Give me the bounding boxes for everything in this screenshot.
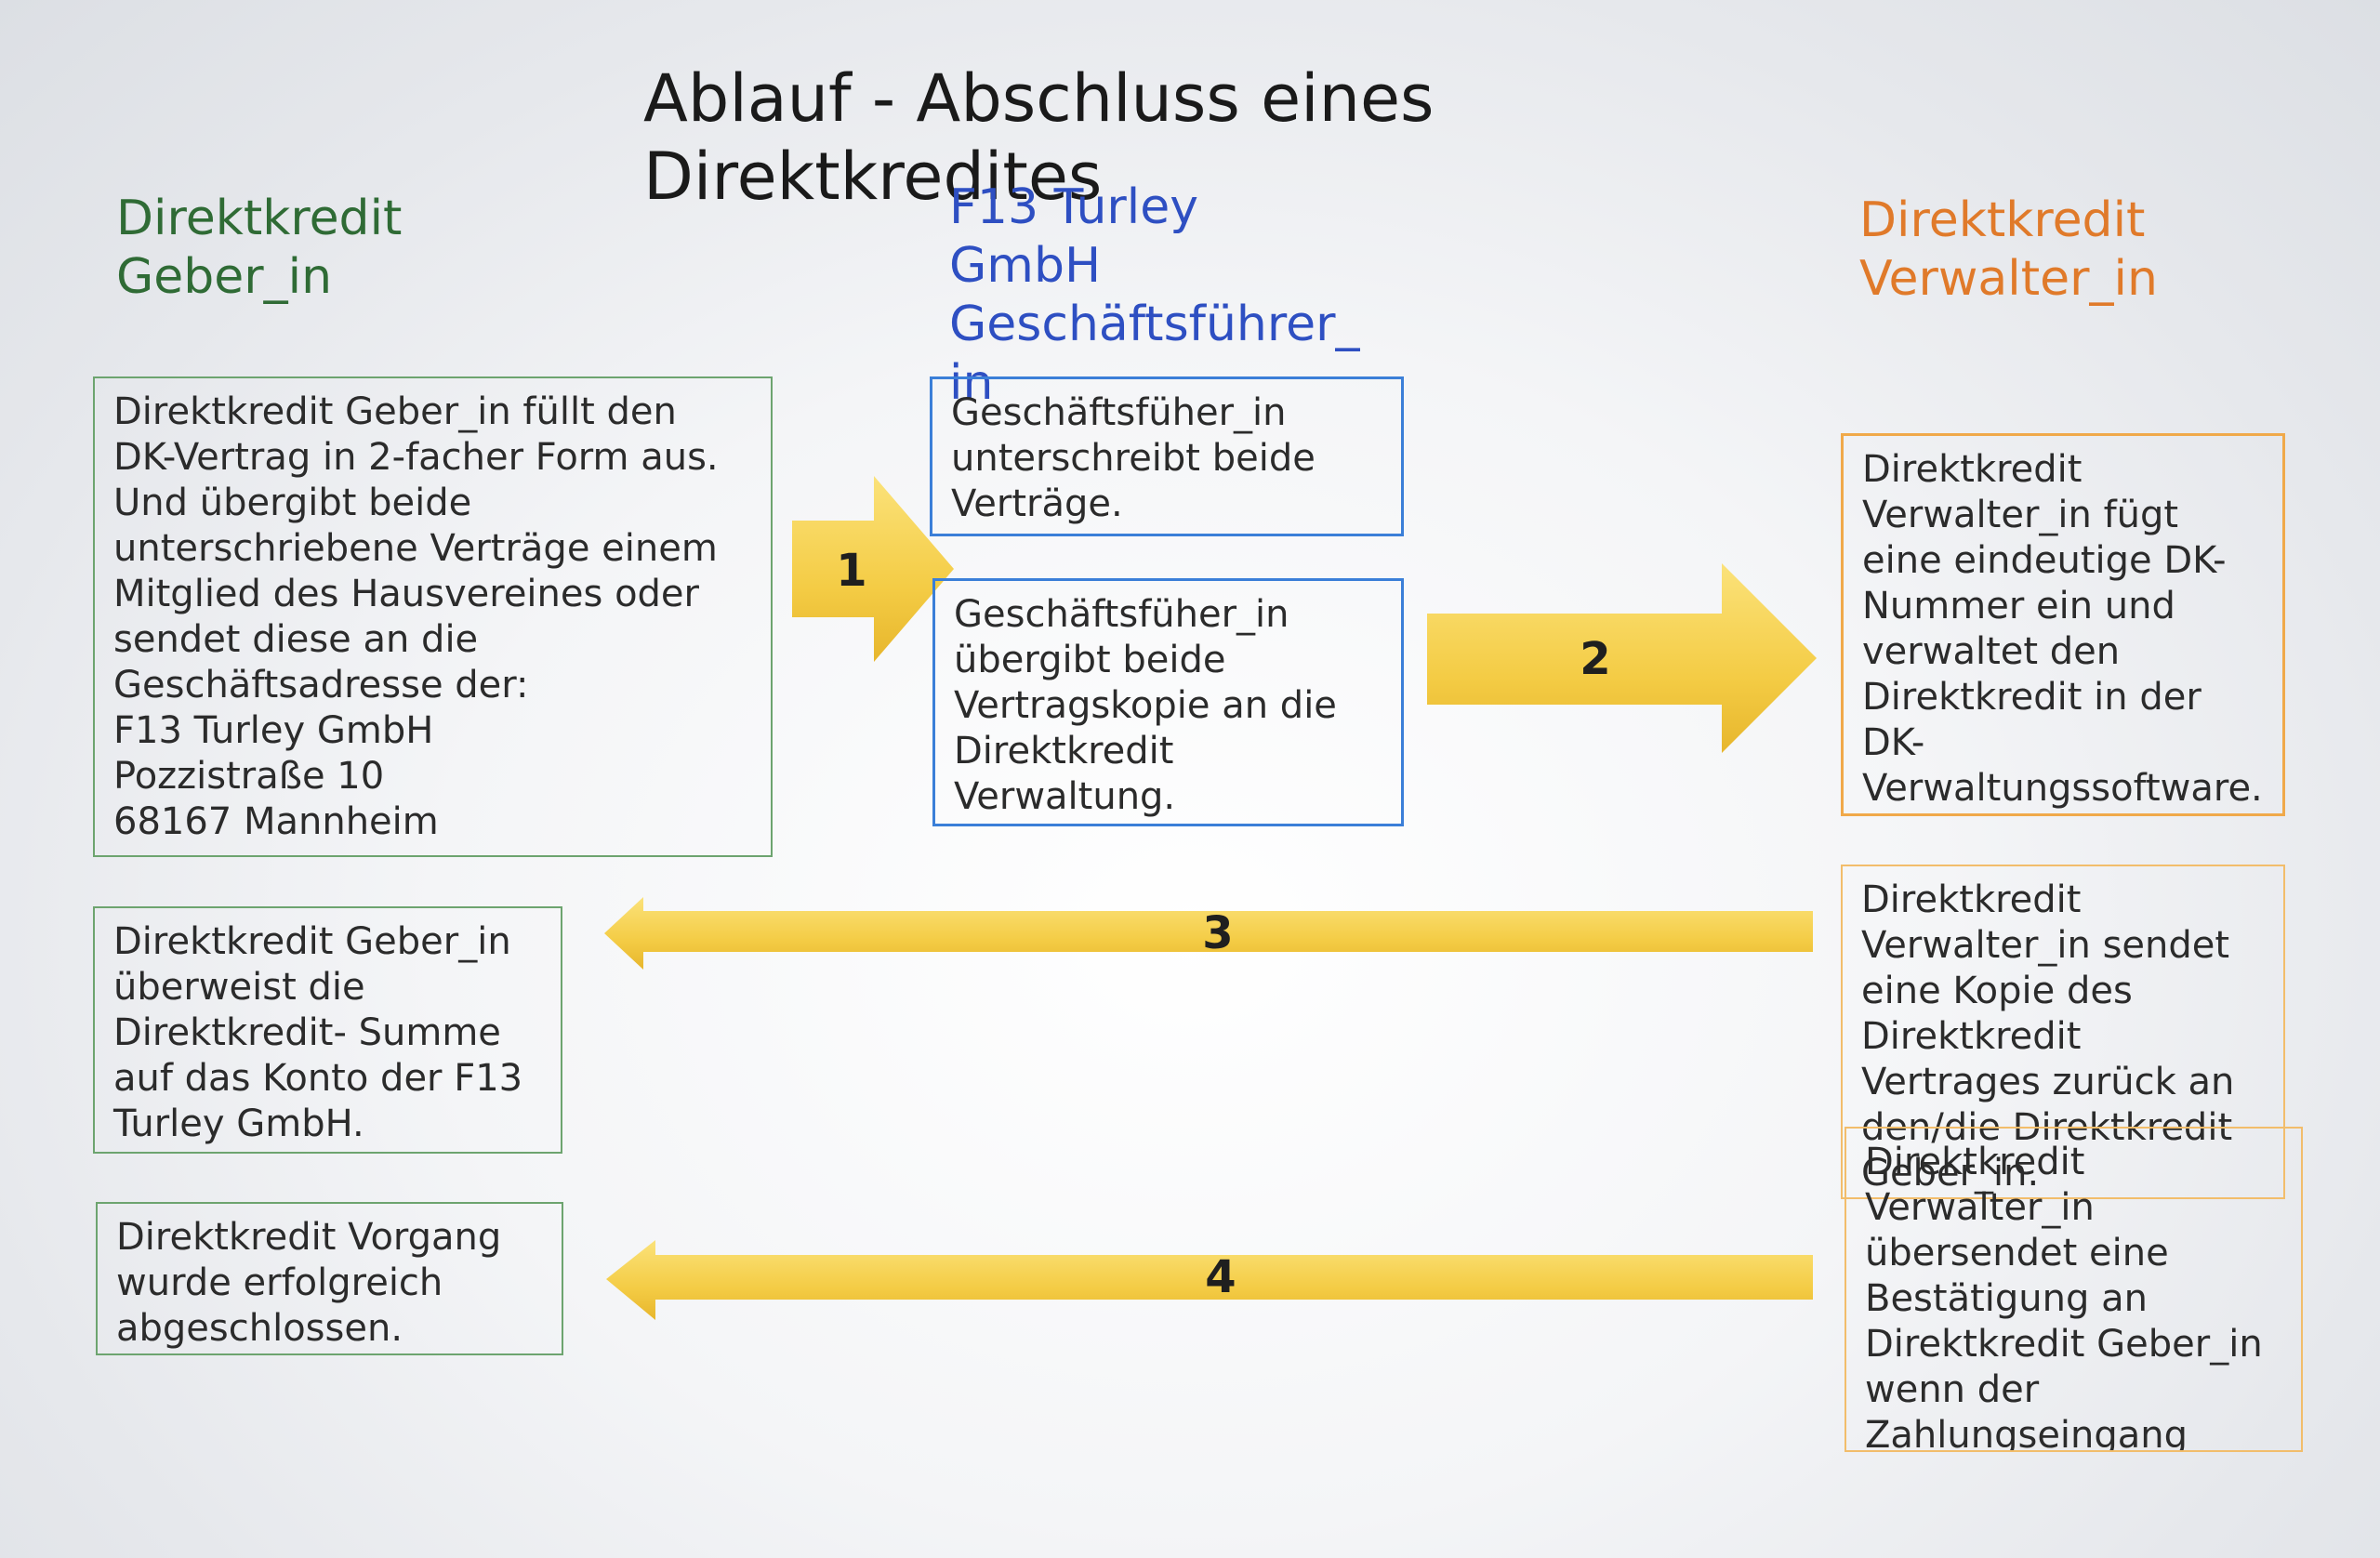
box-gf-hands-over: Geschäftsfüher_in übergibt beide Vertrag… — [932, 578, 1404, 826]
box-verwalter-assigns-number: Direktkredit Verwalter_in fügt eine eind… — [1841, 433, 2285, 816]
arrow-1: 1 — [792, 476, 954, 662]
arrow-4: 4 — [606, 1240, 1813, 1320]
arrow-2: 2 — [1427, 563, 1817, 753]
column-header-turley: F13 Turley GmbH Geschäftsführer_ in — [949, 179, 1360, 411]
column-header-verwalter: Direktkredit Verwalter_in — [1859, 192, 2158, 307]
box-verwalter-confirms: Direktkredit Verwalter_in übersendet ein… — [1844, 1127, 2303, 1452]
arrow-1-label: 1 — [836, 545, 866, 597]
box-geber-fills-contract: Direktkredit Geber_in füllt den DK-Vertr… — [93, 376, 773, 857]
box-gf-signs: Geschäftsfüher_in unterschreibt beide Ve… — [930, 376, 1404, 536]
arrow-3-label: 3 — [1202, 907, 1233, 959]
box-geber-transfers: Direktkredit Geber_in überweist die Dire… — [93, 906, 562, 1154]
arrow-2-label: 2 — [1580, 633, 1610, 685]
box-process-complete: Direktkredit Vorgang wurde erfolgreich a… — [96, 1202, 563, 1355]
column-header-geber: Direktkredit Geber_in — [116, 191, 403, 305]
arrow-4-label: 4 — [1205, 1251, 1236, 1303]
slide-title: Ablauf - Abschluss eines Direktkredites — [643, 60, 1435, 215]
arrow-3: 3 — [604, 897, 1813, 970]
